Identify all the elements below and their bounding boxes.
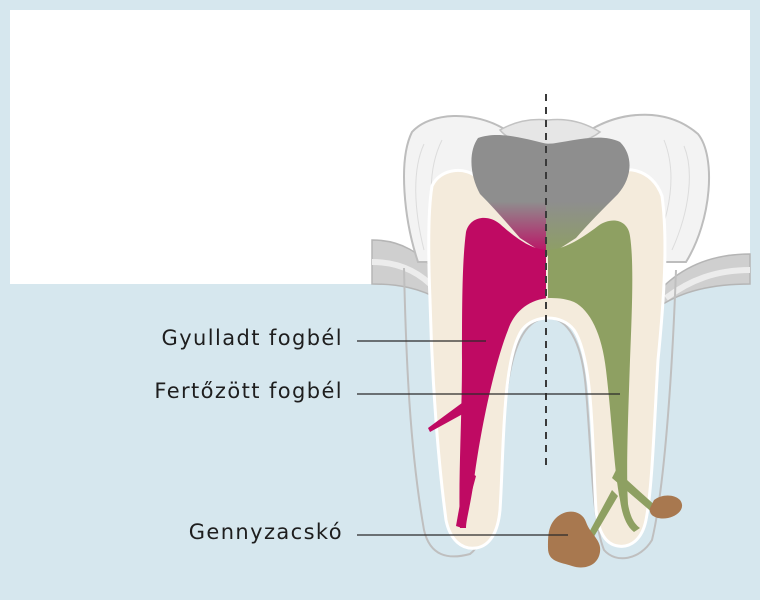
abscess-small: [649, 495, 683, 519]
abscess-main: [548, 511, 601, 568]
infected-pulp: [546, 137, 658, 540]
label-abscess: Gennyzacskó: [188, 520, 343, 544]
inflamed-pulp: [428, 135, 546, 528]
label-infected-pulp: Fertőzött fogbél: [154, 379, 343, 403]
label-inflamed-pulp: Gyulladt fogbél: [161, 326, 343, 350]
